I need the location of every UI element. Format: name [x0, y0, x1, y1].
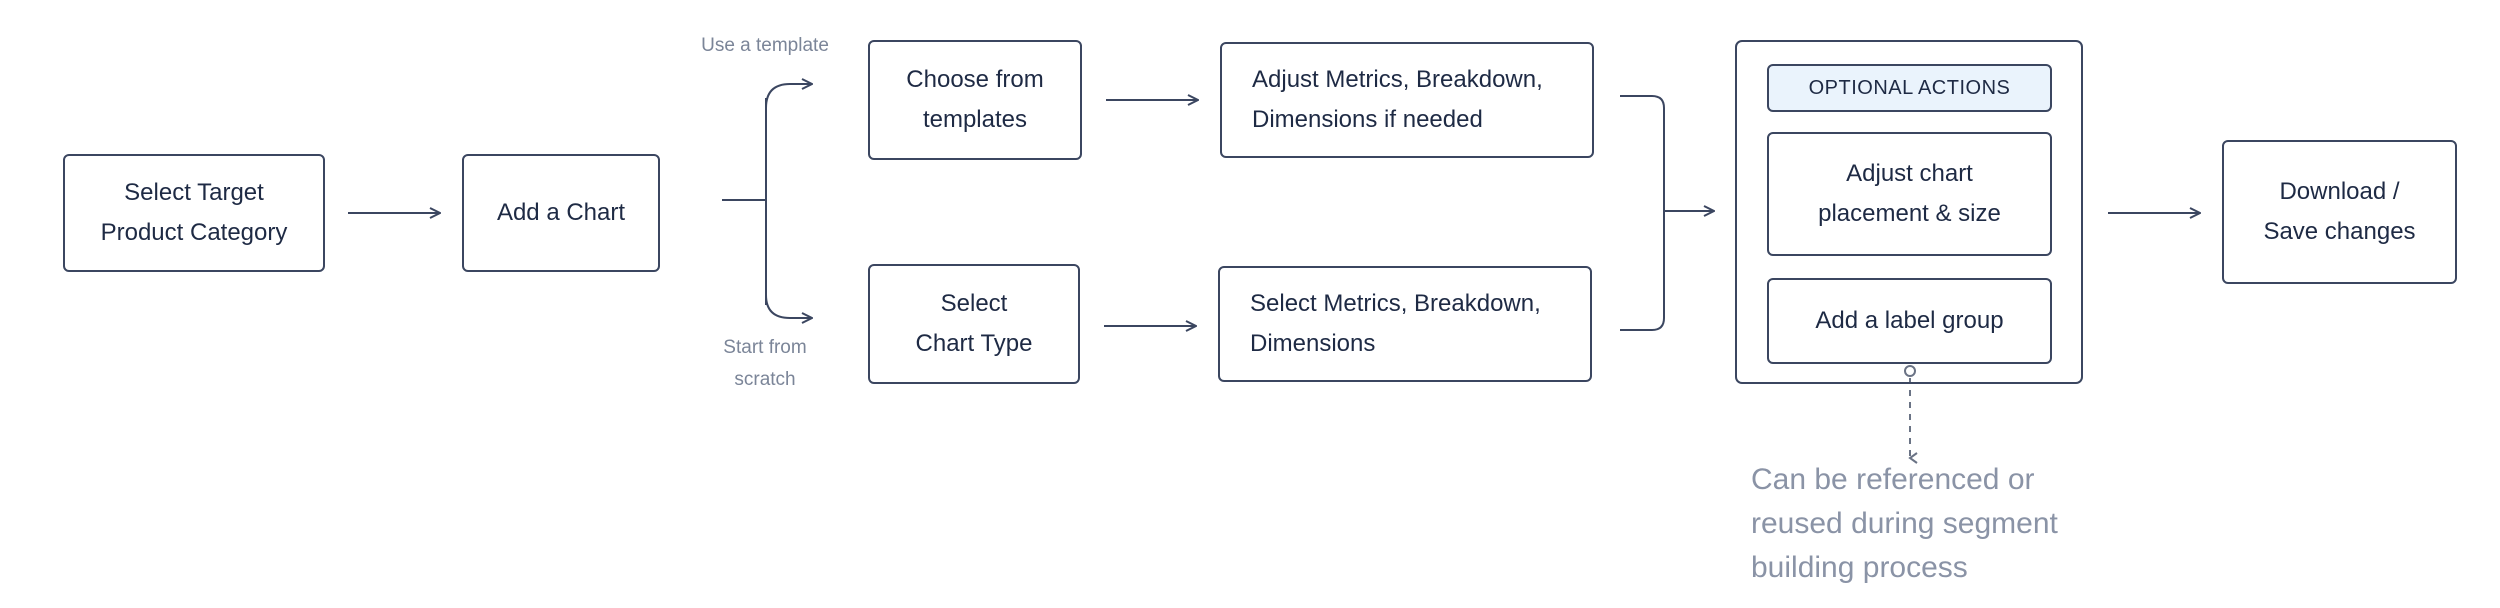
adjust-placement-label: Adjust chart placement & size — [1818, 160, 2001, 227]
choose-templates-label: Choose from templates — [906, 66, 1044, 133]
arrow-branch-scratch — [765, 294, 812, 318]
add-label-group-label: Add a label group — [1815, 307, 2004, 334]
download-save-node: Download / Save changes — [2222, 140, 2457, 284]
branch-split-line — [722, 98, 767, 305]
adjust-placement-node: Adjust chart placement & size — [1767, 132, 2052, 256]
arrow-branch-template — [765, 84, 812, 109]
note-anchor-dot — [1904, 365, 1916, 377]
optional-actions-group — [1735, 40, 2083, 384]
select-category-node: Select Target Product Category — [63, 154, 325, 272]
add-chart-label: Add a Chart — [496, 199, 626, 226]
select-metrics-node: Select Metrics, Breakdown, Dimensions — [1218, 266, 1592, 382]
label-group-note: Can be referenced or reused during segme… — [1751, 463, 2058, 584]
add-chart-node: Add a Chart — [462, 154, 660, 272]
download-save-label: Download / Save changes — [2263, 178, 2416, 245]
select-category-label: Select Target Product Category — [100, 179, 288, 246]
select-chart-type-node: Select Chart Type — [868, 264, 1080, 384]
select-chart-type-label: Select Chart Type — [915, 290, 1033, 357]
add-label-group-node: Add a label group — [1767, 278, 2052, 364]
adjust-metrics-label: Adjust Metrics, Breakdown, Dimensions if… — [1252, 66, 1543, 133]
merge-bracket — [1620, 95, 1665, 331]
optional-actions-header: OPTIONAL ACTIONS — [1767, 64, 2052, 112]
branch-label-scratch: Start from scratch — [723, 337, 807, 390]
choose-templates-node: Choose from templates — [868, 40, 1082, 160]
branch-label-template: Use a template — [701, 35, 829, 56]
select-metrics-label: Select Metrics, Breakdown, Dimensions — [1250, 290, 1541, 357]
adjust-metrics-node: Adjust Metrics, Breakdown, Dimensions if… — [1220, 42, 1594, 158]
